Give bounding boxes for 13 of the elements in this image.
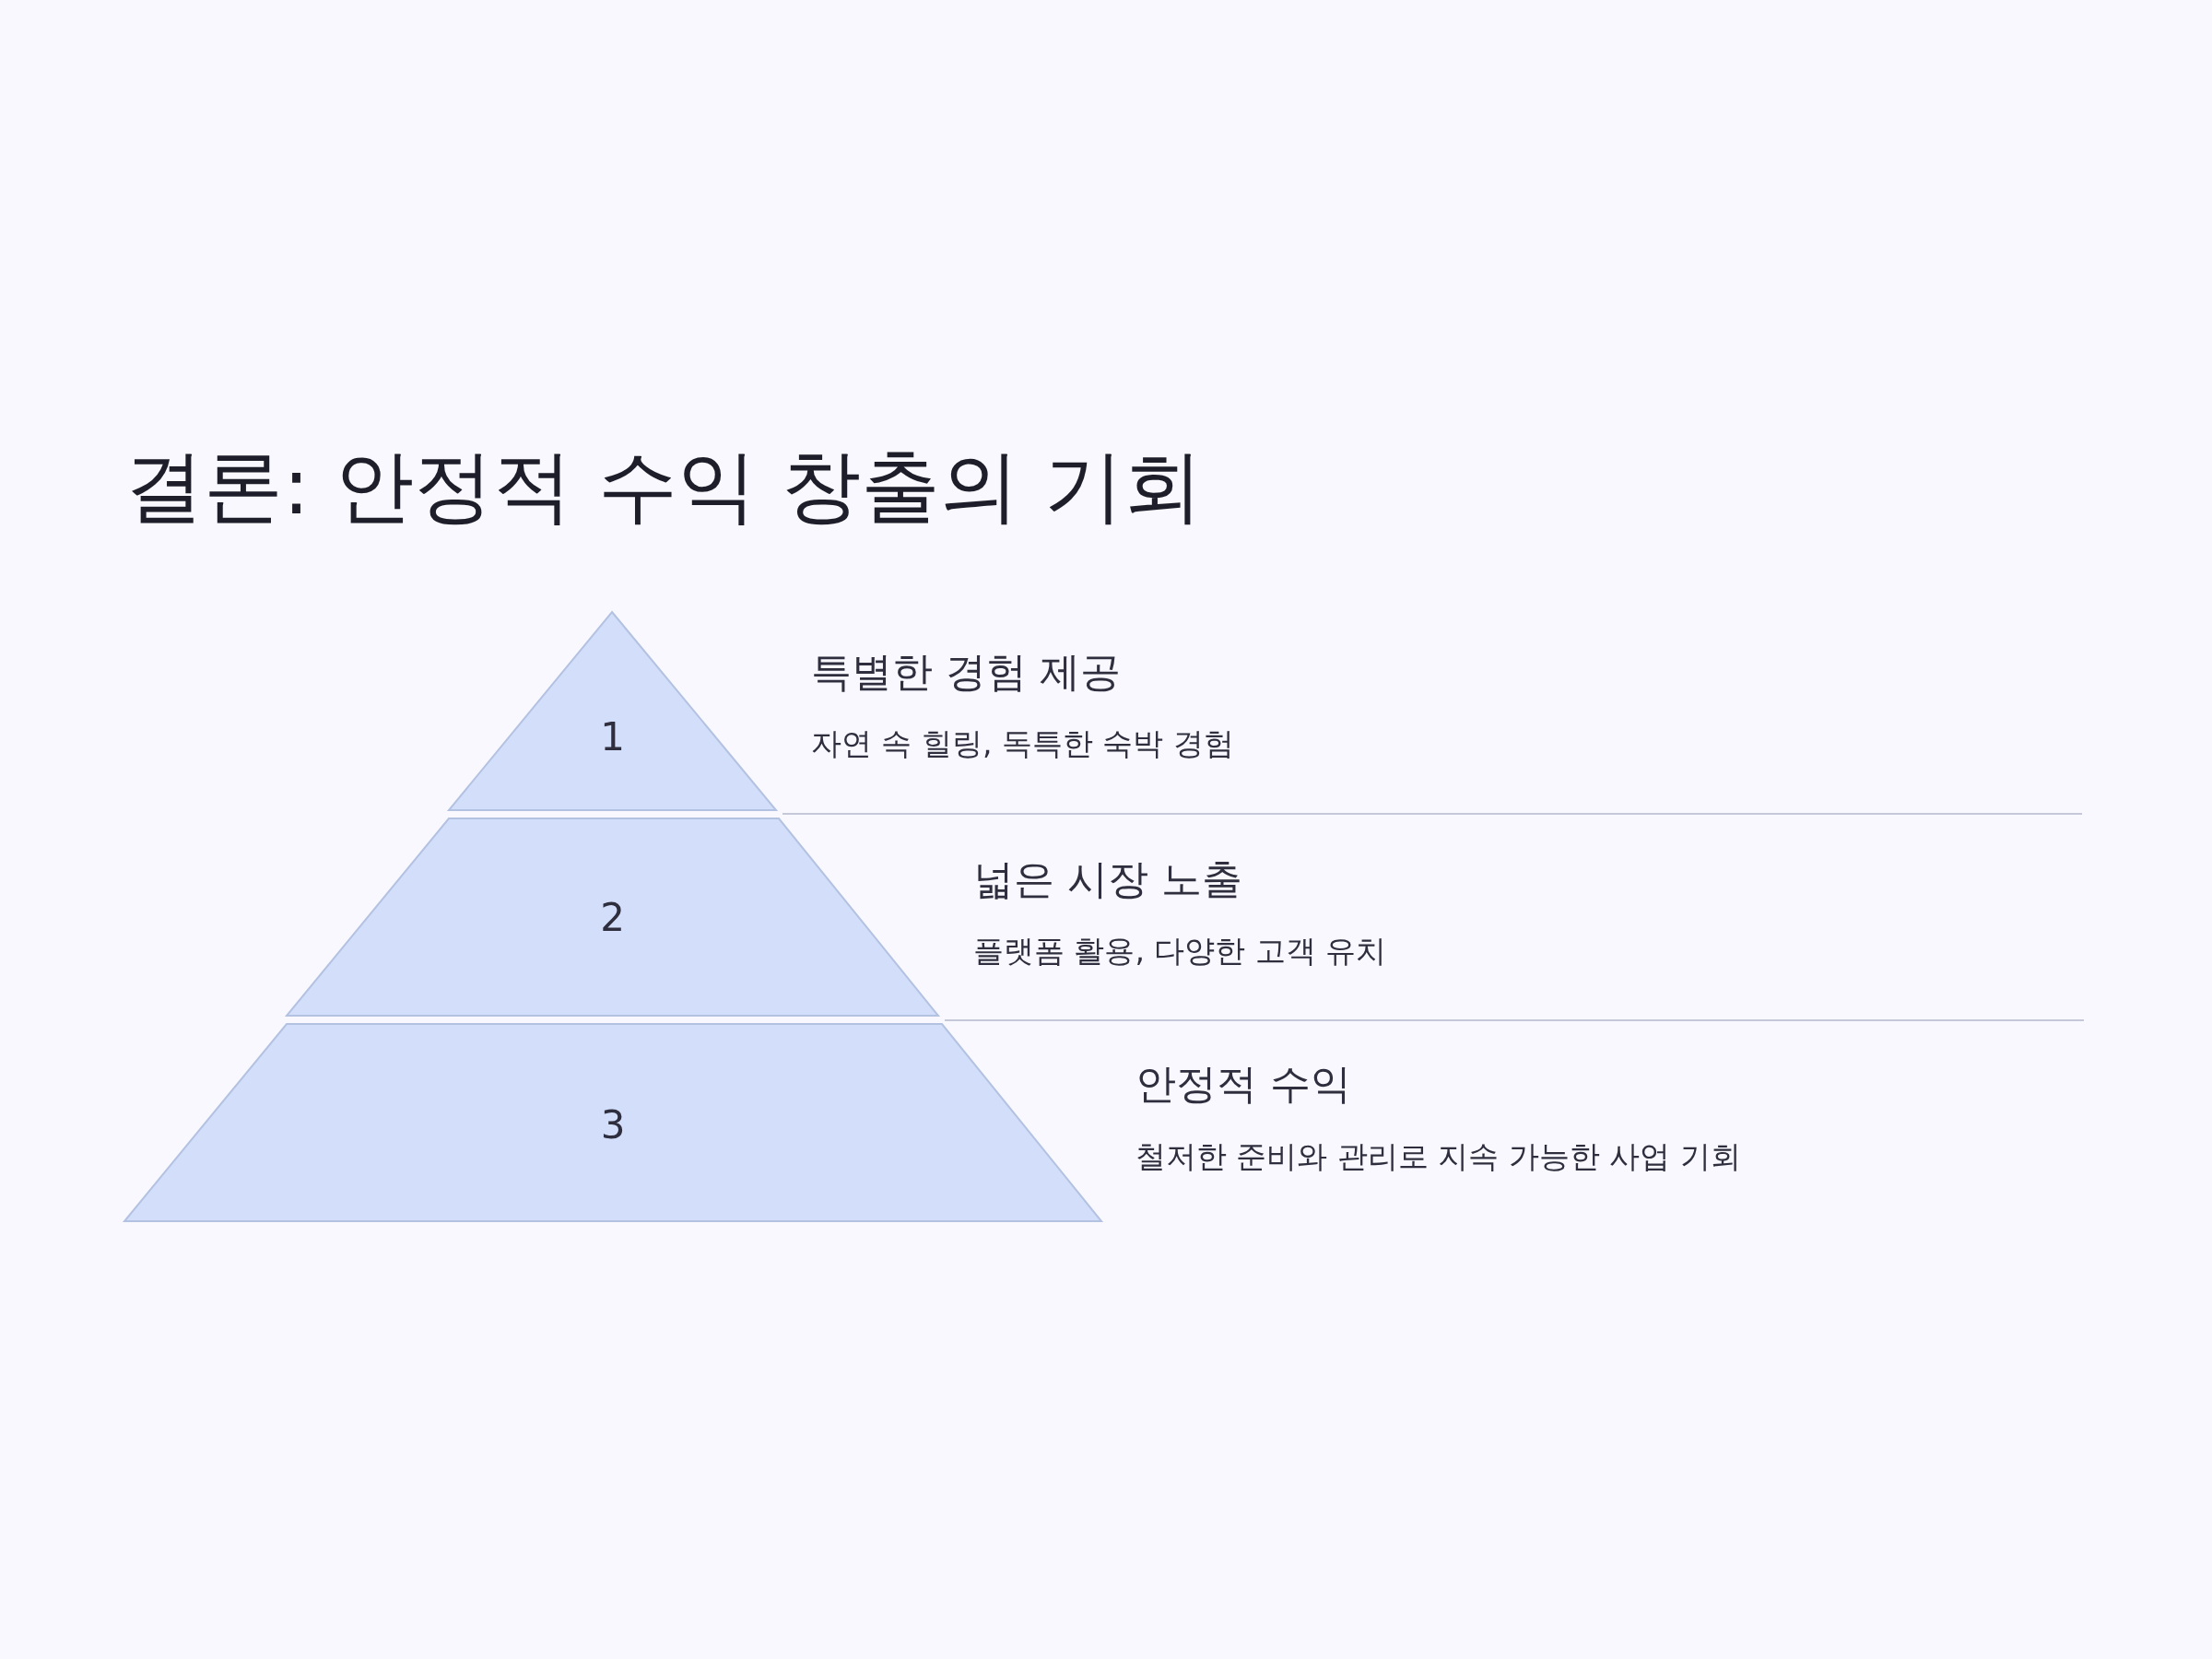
pyramid-top-triangle <box>446 611 779 811</box>
tier-description: 철저한 준비와 관리로 지속 가능한 사업 기회 <box>1135 1136 1741 1176</box>
title: 결론: 안정적 수익 창출의 기회 <box>124 439 1204 534</box>
tier-heading: 안정적 수익 <box>1135 1058 1351 1109</box>
pyramid-tier <box>284 818 941 1017</box>
pyramid-tier <box>122 1023 1104 1222</box>
tier-description: 자연 속 힐링, 독특한 숙박 경험 <box>811 724 1234 763</box>
tier-heading: 특별한 경험 제공 <box>811 646 1121 697</box>
tier-number: 1 <box>600 713 625 759</box>
tier-heading: 넓은 시장 노출 <box>973 853 1242 904</box>
tier-number: 2 <box>600 894 625 940</box>
tier-description: 플랫폼 활용, 다양한 고객 유치 <box>973 931 1387 971</box>
tier-number: 3 <box>600 1101 626 1147</box>
